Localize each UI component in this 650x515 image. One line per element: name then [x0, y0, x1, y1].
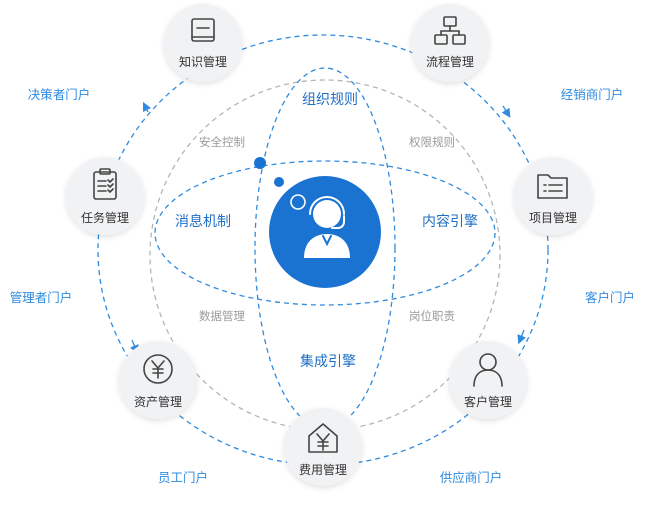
portal-supplier: 供应商门户: [440, 470, 503, 485]
horizontal-ellipse: [154, 160, 496, 306]
node-knowledge[interactable]: 知识管理: [164, 4, 242, 82]
label-content-engine: 内容引擎: [422, 213, 478, 229]
portal-manager: 管理者门户: [10, 290, 73, 305]
node-knowledge-label: 知识管理: [179, 54, 227, 69]
user-icon: [473, 353, 503, 387]
node-asset-label: 资产管理: [134, 394, 182, 409]
node-customer[interactable]: 客户管理: [449, 341, 527, 419]
portal-customer: 客户门户: [585, 290, 635, 305]
arrow-customer: [517, 329, 526, 345]
vertical-ellipse: [254, 67, 396, 429]
node-expense[interactable]: 费用管理: [284, 408, 362, 486]
label-integration-engine: 集成引擎: [300, 353, 356, 369]
arrow-distributor: [501, 105, 511, 118]
node-task-label: 任务管理: [81, 210, 129, 225]
label-message-mechanism: 消息机制: [175, 213, 231, 229]
node-project[interactable]: 项目管理: [514, 157, 592, 235]
service-agent-icon: [304, 196, 350, 258]
label-data-mgmt: 数据管理: [199, 309, 245, 323]
node-project-label: 项目管理: [529, 210, 577, 225]
arrow-decision: [142, 101, 152, 113]
node-task[interactable]: 任务管理: [66, 157, 144, 235]
book-icon: [191, 18, 215, 42]
node-customer-label: 客户管理: [464, 394, 512, 409]
orbit-dot-small: [274, 177, 284, 187]
portal-distributor: 经销商门户: [561, 87, 624, 102]
orbit-dot-large: [254, 157, 266, 169]
portal-decision: 决策者门户: [28, 87, 91, 102]
label-security: 安全控制: [199, 135, 245, 149]
yen-coin-icon: [143, 354, 173, 384]
label-post-duty: 岗位职责: [409, 309, 455, 323]
portal-employee: 员工门户: [158, 470, 208, 485]
node-expense-label: 费用管理: [299, 462, 347, 477]
label-org-rules: 组织规则: [302, 91, 358, 107]
label-permission: 权限规则: [409, 135, 455, 149]
flowchart-icon: [434, 16, 466, 45]
clipboard-checklist-icon: [93, 168, 117, 200]
node-process[interactable]: 流程管理: [411, 4, 489, 82]
center-hub: [269, 176, 381, 288]
node-asset[interactable]: 资产管理: [119, 341, 197, 419]
folder-list-icon: [537, 174, 568, 199]
house-yen-icon: [308, 423, 338, 453]
node-process-label: 流程管理: [426, 54, 474, 69]
